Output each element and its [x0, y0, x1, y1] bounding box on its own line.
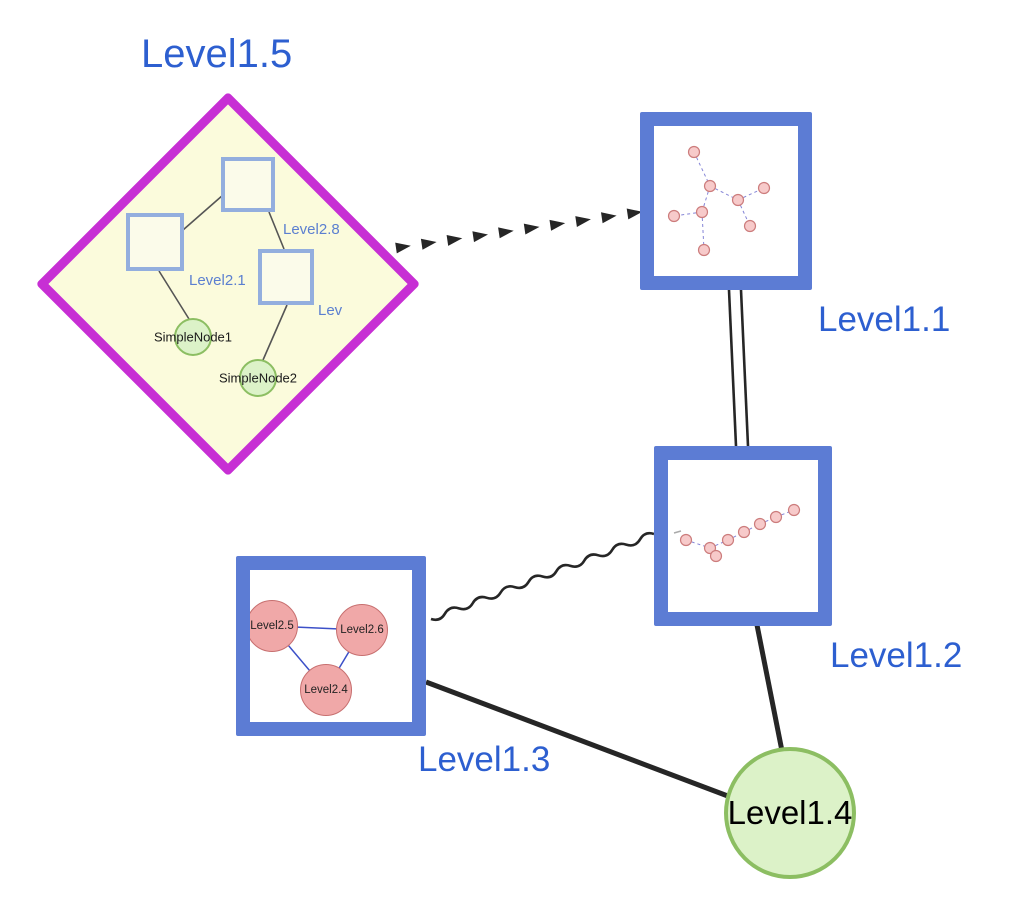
edge-level1-1-to-level1-2[interactable]	[727, 289, 750, 447]
node-label-level1-5: Level1.5	[141, 32, 293, 76]
arrow-dash	[549, 219, 566, 231]
node-level1-2[interactable]	[654, 446, 832, 626]
label-level2-6: Level2.6	[340, 624, 384, 636]
node-level2-8[interactable]	[221, 157, 275, 212]
arrow-dash	[395, 242, 411, 254]
label-level2-4: Level2.4	[304, 684, 348, 696]
mini-nodes	[667, 145, 771, 257]
edge-level2-lev-to-simplenode2[interactable]	[262, 304, 288, 361]
node-label-level1-4: Level1.4	[727, 794, 853, 831]
mini-edges	[673, 151, 765, 251]
arrow-dash	[420, 238, 437, 250]
subgraph-level1-2	[673, 503, 801, 563]
node-label-level1-1: Level1.1	[818, 300, 951, 339]
node-simplenode1[interactable]	[174, 318, 212, 356]
edge-level1-3-to-level1-4[interactable]	[425, 679, 742, 804]
edge-level2-8-to-level2-lev[interactable]	[268, 211, 285, 250]
edge-level2-1-to-level2-8[interactable]	[182, 194, 224, 231]
arrow-dash	[626, 208, 643, 220]
edge-level2-1-to-simplenode1[interactable]	[158, 270, 190, 320]
node-label-level1-2: Level1.2	[830, 636, 963, 675]
node-level2-6[interactable]: Level2.6	[336, 604, 388, 656]
node-level1-1[interactable]	[640, 112, 812, 290]
edge-level1-2-to-level1-3[interactable]	[430, 531, 655, 622]
label-level2-5: Level2.5	[250, 620, 294, 632]
arrow-dash	[523, 223, 540, 235]
label-level2-1: Level2.1	[189, 272, 246, 289]
node-simplenode2[interactable]	[239, 359, 277, 397]
node-label-level1-3: Level1.3	[418, 740, 551, 779]
arrow-dash	[601, 212, 617, 224]
arrow-dash	[472, 231, 488, 243]
arrow-dash	[575, 216, 591, 227]
subgraph-level1-1	[667, 145, 771, 257]
arrow-dash	[446, 235, 463, 246]
node-level1-3[interactable]: Level2.5 Level2.6 Level2.4	[236, 556, 426, 736]
node-level2-4[interactable]: Level2.4	[300, 664, 352, 716]
label-level2-8: Level2.8	[283, 221, 340, 238]
edge-level1-2-to-level1-4[interactable]	[754, 624, 785, 752]
subgraph-level1-3: Level2.5 Level2.6 Level2.4	[250, 570, 412, 722]
mini-tick	[673, 530, 682, 534]
node-level2-5[interactable]: Level2.5	[250, 600, 298, 652]
node-level2-1[interactable]	[126, 213, 184, 271]
node-level1-4[interactable]: Level1.4	[724, 747, 856, 879]
mini-nodes	[679, 503, 801, 563]
label-simplenode2: SimpleNode2	[218, 370, 298, 386]
edge-level1-5-to-level1-1[interactable]	[395, 208, 643, 254]
arrow-dash	[498, 227, 514, 239]
label-level2-lev: Lev	[318, 302, 343, 319]
label-simplenode1: SimpleNode1	[153, 329, 233, 345]
node-level2-lev[interactable]	[258, 249, 314, 305]
